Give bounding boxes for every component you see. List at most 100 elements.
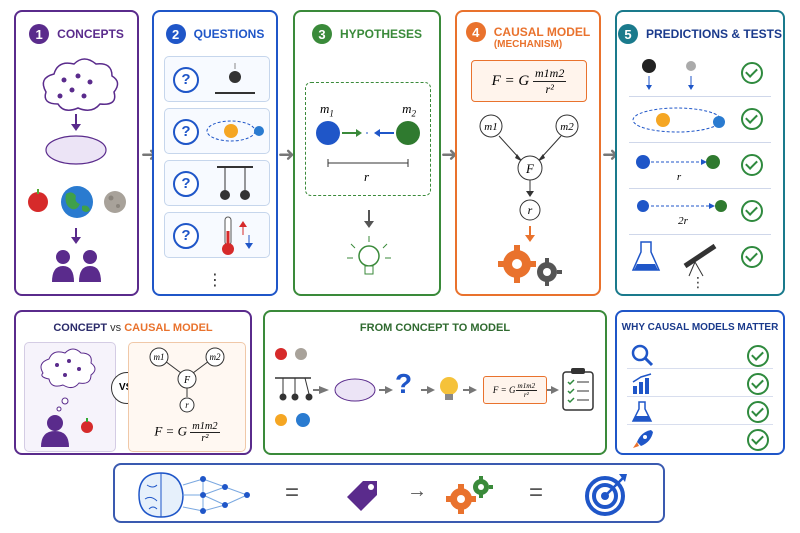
mass-2-label: m2: [402, 101, 416, 119]
prediction-row-distance-2r: 2r: [629, 190, 771, 235]
question-card-orbit: ?: [164, 108, 270, 154]
svg-text:F: F: [525, 161, 535, 176]
check-icon: [741, 62, 763, 84]
distance-r-diagram: r: [636, 155, 720, 183]
svg-text:m1: m1: [484, 121, 497, 133]
question-card-falling: ?: [164, 56, 270, 102]
causal-header: 4 CAUSAL MODEL: [457, 22, 599, 42]
hypotheses-title: HYPOTHESES: [339, 27, 423, 41]
distance-label: r: [364, 169, 370, 184]
summary-equation-strip: = → =: [113, 463, 665, 523]
lightbulb-icon-2: [440, 377, 458, 400]
svg-text:m2: m2: [210, 352, 221, 362]
flow-title: FROM CONCEPT TO MODEL: [359, 322, 511, 334]
lightbulb-icon: [347, 236, 391, 275]
question-mark-icon-2: ?: [173, 119, 199, 145]
question-mark-large: ?: [395, 368, 413, 399]
causal-graph: m1 m2 F r: [479, 114, 579, 221]
predictions-panel: 5 PREDICTIONS & TESTS r 2r: [615, 10, 785, 296]
question-mark-icon: ?: [173, 67, 199, 93]
check-icon-8: [747, 401, 769, 423]
svg-text:m1: m1: [154, 352, 165, 362]
prediction-row-orbit: [629, 98, 771, 143]
sun-earth-icon: [275, 413, 310, 427]
question-mark-icon-4: ?: [173, 223, 199, 249]
gears-icon-2: [446, 476, 493, 514]
question-mark-icon-3: ?: [173, 171, 199, 197]
more-predictions-ellipsis: ⋮: [691, 274, 705, 290]
rocket-icon: [633, 430, 653, 448]
prediction-row-distance-r: r: [629, 144, 771, 189]
moon-icon: [104, 191, 126, 213]
check-icon-6: [747, 345, 769, 367]
svg-text:m2: m2: [560, 121, 574, 133]
orbit-icon: [206, 120, 264, 142]
growth-chart-icon: [632, 373, 652, 394]
svg-text:F: F: [183, 375, 191, 386]
svg-text:r: r: [677, 171, 682, 183]
check-icon-2: [741, 108, 763, 130]
check-icon-7: [747, 373, 769, 395]
node-F: [517, 155, 543, 181]
svg-text:r: r: [185, 400, 189, 410]
flow-arrow-2: ➜: [278, 144, 295, 166]
down-arrow-icon: [71, 114, 81, 131]
concept-ellipse: [45, 135, 107, 165]
questions-header: 2 QUESTIONS: [154, 24, 276, 44]
why-row-growth: [627, 370, 773, 397]
step-number-1: 1: [29, 24, 50, 44]
people-icon: [52, 250, 101, 282]
step-number-5: 5: [617, 24, 638, 44]
brain-network-icon: [138, 472, 250, 518]
flask-telescope-icon: [631, 241, 717, 277]
hypotheses-header: 3 HYPOTHESES: [295, 24, 439, 44]
causal-subtitle: (MECHANISM): [493, 39, 563, 50]
prediction-row-experiments: [629, 236, 771, 280]
pendulum-icon-2: [275, 377, 313, 401]
concepts-header: 1 CONCEPTS: [16, 24, 137, 44]
node-m1: [479, 114, 503, 138]
node-m2: [555, 114, 579, 138]
down-arrow-icon-2: [71, 228, 81, 244]
why-row-experiment: [627, 398, 773, 425]
predictions-title: PREDICTIONS & TESTS: [645, 27, 782, 41]
flask-icon: [631, 401, 653, 422]
arrow-right: →: [407, 480, 427, 502]
check-icon-5: [741, 246, 763, 268]
concept-card: [24, 342, 116, 452]
mass-1-label: m1: [320, 101, 334, 119]
tag-icon: [347, 481, 377, 511]
equals-sign-2: =: [529, 479, 544, 506]
falling-balls-icon: [642, 59, 696, 90]
gears-icon: [498, 226, 562, 286]
thinking-person-icon: [40, 348, 96, 447]
pendulum-icon: [217, 166, 253, 200]
step-number-3: 3: [311, 24, 332, 44]
questions-panel: 2 QUESTIONS ? ? ? ? ⋮: [152, 10, 278, 296]
svg-text:r: r: [528, 203, 533, 217]
check-icon-9: [747, 429, 769, 451]
why-title: WHY CAUSAL MODELS MATTER: [621, 322, 779, 333]
magnifier-icon: [631, 344, 654, 367]
more-questions-ellipsis: ⋮: [207, 272, 223, 289]
thermometer-icon: [222, 216, 253, 255]
green-mass-sphere: [396, 121, 420, 145]
concepts-panel: 1 CONCEPTS: [14, 10, 139, 296]
step-number-4: 4: [465, 22, 486, 42]
concepts-title: CONCEPTS: [57, 27, 124, 41]
node-r: [519, 199, 541, 221]
down-arrow-icon-3: [364, 210, 374, 228]
blue-mass-sphere: [316, 121, 340, 145]
apple-icon: [28, 189, 48, 212]
thought-cloud-icon: [42, 58, 119, 111]
questions-title: QUESTIONS: [193, 27, 265, 41]
prediction-row-falling: [629, 52, 771, 97]
equals-sign-1: =: [285, 479, 300, 506]
target-icon: [585, 474, 627, 516]
why-models-matter-panel: WHY CAUSAL MODELS MATTER: [615, 310, 785, 455]
concept-ellipse-2: [334, 378, 376, 402]
why-row-innovation: [627, 426, 773, 452]
